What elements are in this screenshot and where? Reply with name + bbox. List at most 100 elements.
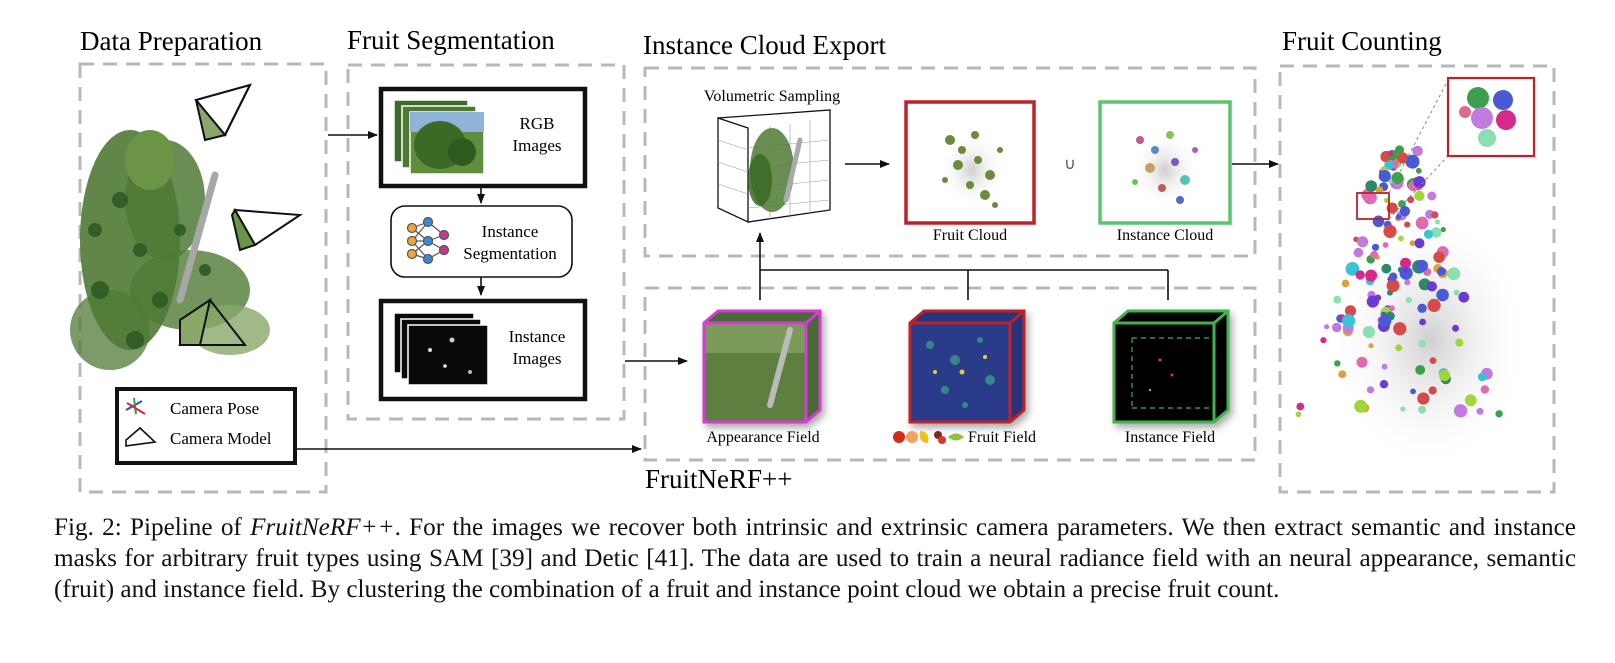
fruit-instance-dot bbox=[1431, 211, 1439, 219]
volumetric-sampling-label: Volumetric Sampling bbox=[704, 88, 840, 105]
appearance-field-label: Appearance Field bbox=[706, 429, 819, 446]
fruit-instance-dot bbox=[1344, 305, 1357, 317]
fruit-instance-dot bbox=[1371, 243, 1380, 251]
counted-fruit-cloud bbox=[1295, 76, 1536, 470]
fruit-instance-dot bbox=[1375, 186, 1384, 194]
fruit-instance-dot bbox=[1453, 404, 1468, 418]
fruit-cloud-image bbox=[940, 131, 1004, 208]
fruit-instance-dot bbox=[1427, 298, 1441, 312]
rgb-images-label-line2: Images bbox=[512, 136, 561, 155]
fruit-counting-panel bbox=[1278, 64, 1556, 494]
fruit-instance-dot bbox=[1296, 402, 1305, 411]
figure-caption: Fig. 2: Pipeline of FruitNeRF++. For the… bbox=[54, 512, 1576, 605]
legend-box bbox=[115, 387, 297, 465]
fruit-instance-dot bbox=[1370, 250, 1379, 259]
fruit-instance-dot bbox=[1366, 295, 1379, 308]
fruit-instance-dot bbox=[1419, 318, 1426, 326]
fruit-instance-dot bbox=[1341, 279, 1350, 288]
fruit-instance-dot bbox=[1355, 270, 1365, 280]
fruit-instance-dot bbox=[1417, 392, 1430, 405]
fruit-instance-dot bbox=[1415, 216, 1429, 230]
instance-field-cube bbox=[1112, 309, 1230, 424]
fruit-instance-dot bbox=[1417, 303, 1427, 313]
fruit-instance-dot bbox=[1413, 176, 1426, 189]
rgb-images-label-line1: RGB bbox=[520, 114, 555, 133]
camera-pose-icon bbox=[125, 397, 146, 415]
fruit-instance-dot bbox=[1412, 145, 1423, 157]
fruit-instance-dot bbox=[1381, 263, 1392, 274]
fruit-instance-dot bbox=[1440, 226, 1446, 233]
zoom-source-box bbox=[1356, 192, 1390, 220]
fruit-instance-dot bbox=[1464, 394, 1477, 407]
fruit-instance-dot bbox=[1453, 289, 1460, 296]
fruit-instance-dot bbox=[1426, 281, 1437, 292]
zoom-inset-fruits bbox=[1459, 87, 1516, 147]
field-connector bbox=[756, 232, 1169, 300]
fruit-instance-dot bbox=[1372, 215, 1385, 228]
instance-field-label: Instance Field bbox=[1125, 429, 1215, 446]
fruit-instance-dot bbox=[1386, 279, 1400, 293]
fruit-instance-dot bbox=[1356, 356, 1368, 368]
fruit-instance-dot bbox=[1399, 266, 1413, 280]
camera-model-icon bbox=[125, 426, 157, 447]
instance-images-label-line1: Instance bbox=[509, 327, 566, 346]
fruit-instance-dot bbox=[1433, 251, 1445, 263]
fruit-instance-dot bbox=[1362, 325, 1375, 339]
camera-frustum-icon bbox=[178, 297, 248, 346]
fruit-instance-dot bbox=[1399, 206, 1411, 217]
fruit-instance-dot bbox=[1452, 324, 1459, 332]
union-symbol: ∪ bbox=[1064, 154, 1076, 173]
fruit-instance-dot bbox=[1391, 172, 1404, 184]
fruit-instance-dot bbox=[1368, 343, 1374, 349]
rgb-image-stack bbox=[393, 99, 485, 175]
fruit-instance-dot bbox=[1338, 370, 1347, 379]
fruit-instance-dot bbox=[1410, 388, 1416, 395]
fruit-instance-dot bbox=[1439, 369, 1451, 382]
fruit-instance-dot bbox=[1320, 337, 1327, 344]
fruit-instance-dot bbox=[1345, 262, 1360, 276]
fruit-instance-dot bbox=[1334, 360, 1341, 367]
fruit-segmentation-panel bbox=[346, 63, 626, 421]
fruit-instance-dot bbox=[1379, 380, 1389, 389]
fruit-instance-dot bbox=[1476, 407, 1484, 415]
fruit-field-label: Fruit Field bbox=[968, 429, 1036, 446]
instance-cloud-label: Instance Cloud bbox=[1117, 227, 1213, 244]
camera-frustum-icon bbox=[230, 208, 303, 252]
fruit-instance-dot bbox=[1429, 357, 1437, 364]
caption-body: . For the images we recover both intrins… bbox=[54, 514, 1576, 603]
fruit-instance-dot bbox=[1384, 160, 1394, 170]
fruit-instance-dot bbox=[1405, 154, 1420, 169]
fruitnerf-panel bbox=[643, 286, 1257, 462]
fruit-instance-dot bbox=[1415, 365, 1426, 375]
fruit-instance-dot bbox=[1407, 196, 1415, 204]
fruit-instance-dot bbox=[1295, 411, 1302, 418]
instance-images-label-line2: Images bbox=[512, 349, 561, 368]
fruit-instance-dot bbox=[1398, 200, 1406, 208]
fruit-instance-dot bbox=[1388, 272, 1398, 281]
fruit-instance-dot bbox=[1404, 279, 1411, 286]
fruit-instance-dot bbox=[1428, 386, 1437, 395]
fruit-instance-dot bbox=[1333, 295, 1342, 304]
fruit-instance-dot bbox=[1414, 190, 1425, 201]
fruit-instance-dot bbox=[1398, 235, 1404, 242]
fruit-instance-dot bbox=[1332, 322, 1342, 333]
fruit-instance-dot bbox=[1389, 305, 1395, 312]
fruit-instance-dot bbox=[1403, 267, 1409, 273]
data-preparation-panel bbox=[78, 62, 328, 494]
fruit-instance-dot bbox=[1418, 405, 1427, 414]
instance-cloud-image bbox=[1131, 131, 1199, 208]
fruit-instance-dot bbox=[1387, 150, 1394, 157]
fruit-instance-dot bbox=[1405, 297, 1412, 304]
fruit-instance-dot bbox=[1409, 240, 1416, 247]
legend-camera-pose: Camera Pose bbox=[170, 399, 259, 418]
legend-camera-model: Camera Model bbox=[170, 429, 272, 448]
volumetric-sampling-cube bbox=[717, 109, 831, 224]
fruit-instance-dot bbox=[1381, 363, 1388, 370]
fruit-instance-dot bbox=[1418, 339, 1427, 348]
instance-image-stack bbox=[393, 312, 489, 386]
pipeline-diagram: Data Preparation Fruit Segmentation Inst… bbox=[70, 25, 1556, 494]
fruit-cloud-label: Fruit Cloud bbox=[933, 227, 1007, 244]
fruit-instance-dot bbox=[1342, 314, 1356, 328]
fruit-instance-dot bbox=[1435, 219, 1440, 225]
caption-prefix: Fig. 2: Pipeline of bbox=[54, 514, 251, 541]
